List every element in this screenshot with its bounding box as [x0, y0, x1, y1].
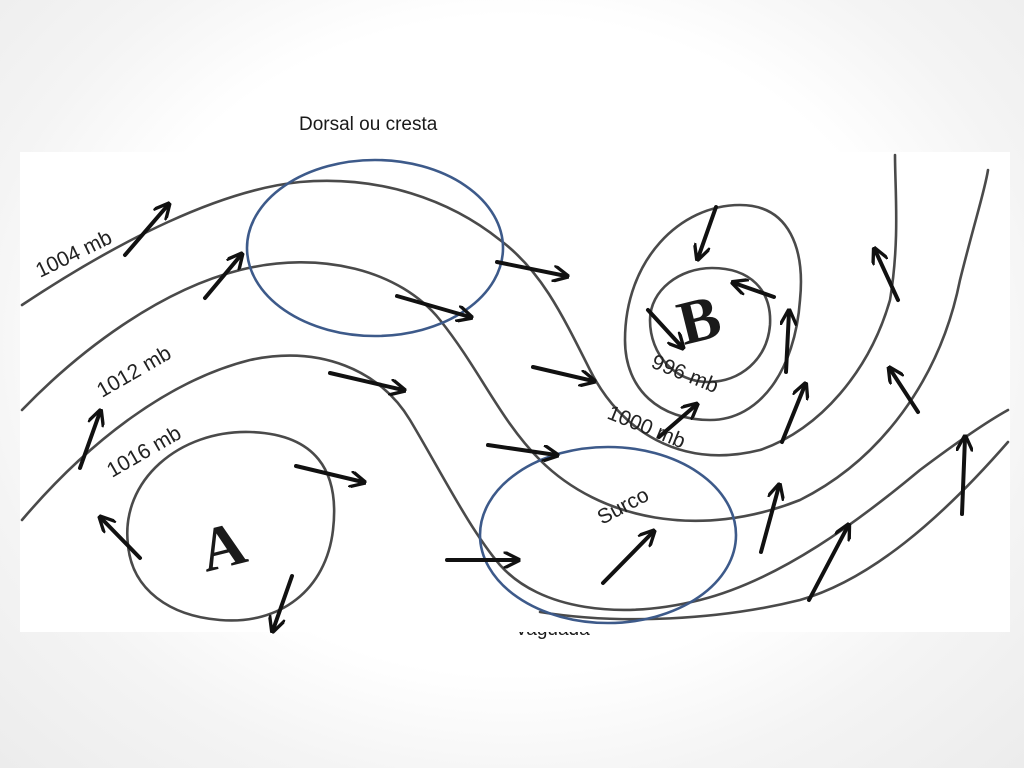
wind-arrow — [395, 294, 470, 317]
wind-arrow — [486, 443, 556, 455]
wind-arrow — [294, 464, 363, 482]
wind-arrows — [78, 205, 965, 630]
wind-arrow — [734, 283, 776, 299]
wind-arrow — [875, 250, 900, 302]
wind-arrow — [78, 412, 100, 470]
isobar-high-closed — [125, 430, 336, 622]
wind-arrow — [531, 365, 593, 381]
wind-arrow — [646, 308, 682, 347]
wind-arrow — [657, 405, 696, 439]
isobar-1004 — [20, 153, 898, 457]
wind-arrow — [759, 486, 779, 554]
isobar-lower — [538, 440, 1010, 621]
ridge-highlight-ring — [245, 158, 505, 338]
wind-arrow — [123, 205, 168, 257]
trough-highlight-ring — [478, 445, 738, 625]
wind-arrow — [786, 312, 789, 374]
wind-arrow — [101, 518, 142, 560]
wind-arrow — [328, 371, 403, 390]
wind-arrow — [807, 526, 848, 602]
wind-arrow — [601, 532, 653, 585]
wind-arrow — [890, 369, 920, 414]
wind-arrow — [203, 255, 241, 300]
wind-arrow — [780, 385, 805, 444]
wind-arrow — [698, 205, 718, 258]
wind-arrow — [273, 574, 294, 630]
isobar-996 — [648, 266, 772, 384]
ridge-caption: Dorsal ou cresta — [299, 114, 438, 135]
wind-arrow — [962, 438, 965, 516]
isobar-1016-outer — [20, 354, 1010, 612]
isobar-1000 — [623, 203, 803, 422]
wind-arrow — [495, 260, 566, 276]
